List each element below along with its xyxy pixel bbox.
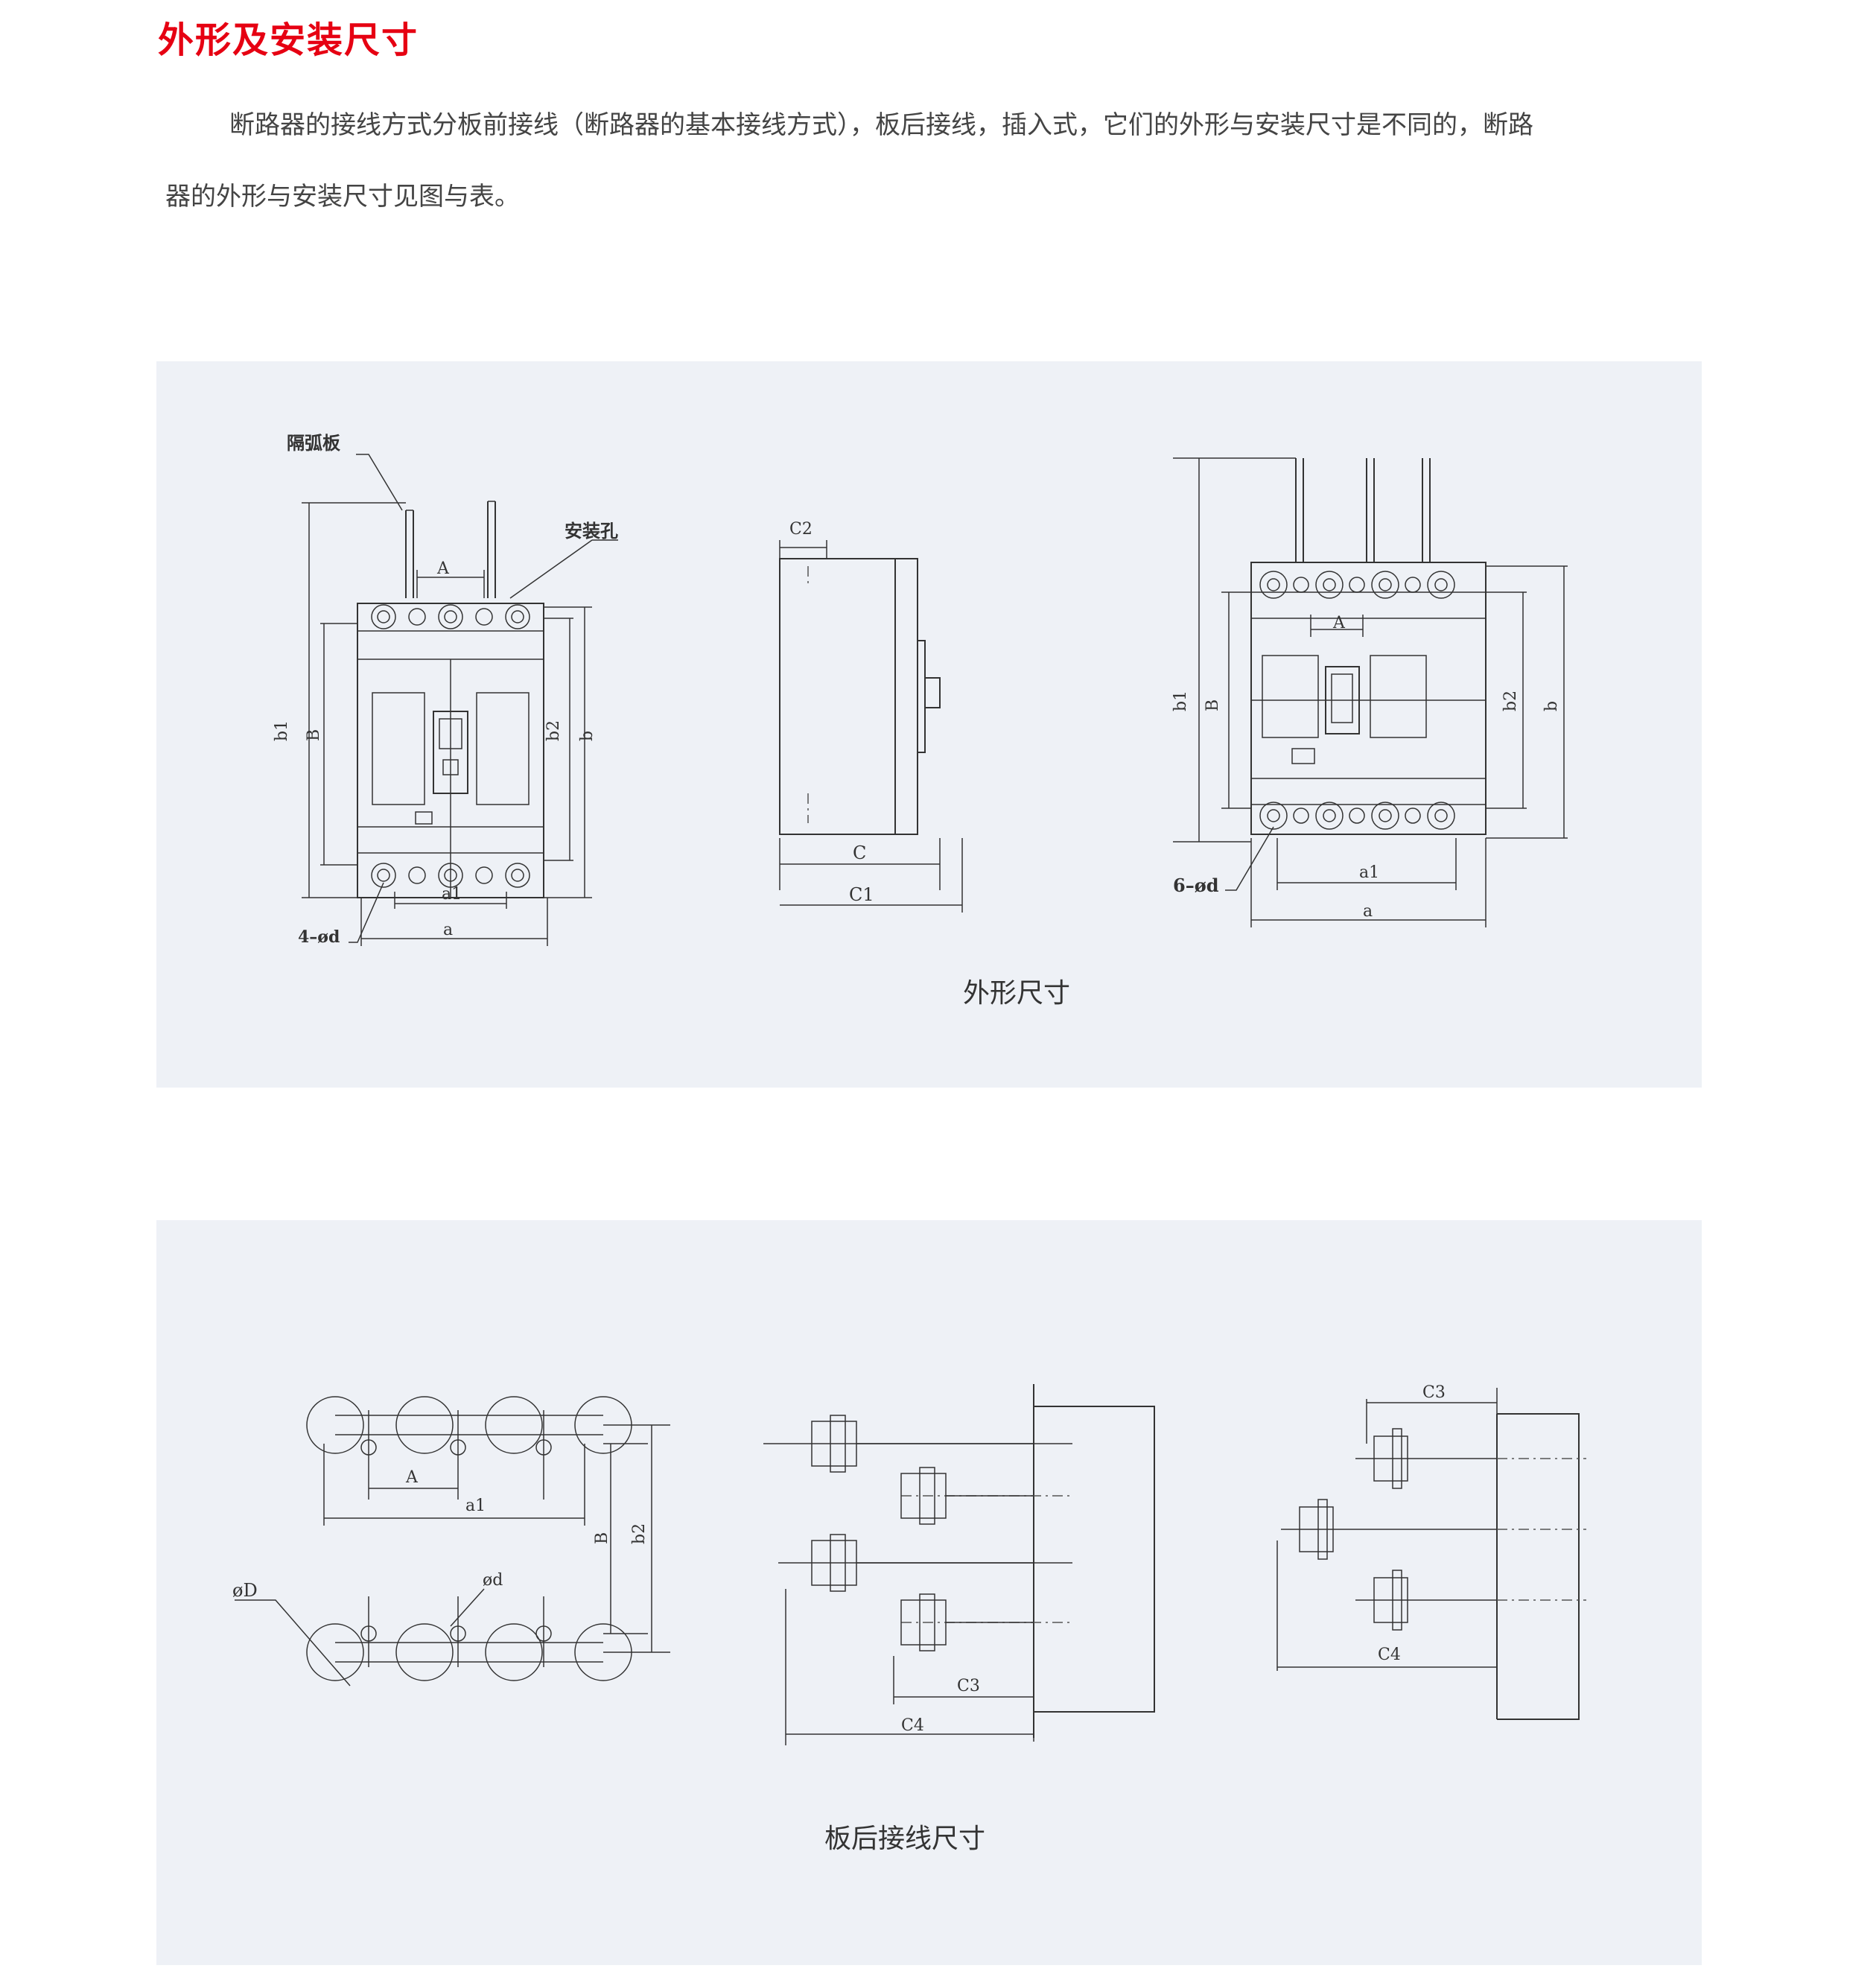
dim-a1-rear-label: a1	[465, 1497, 486, 1515]
rear-stud-side-view: C3 C4	[763, 1384, 1155, 1745]
dim-C3-side-label: C3	[957, 1677, 980, 1695]
dim-C2-label: C2	[789, 520, 813, 539]
top-terminals-4p	[1259, 571, 1455, 599]
page-title: 外形及安装尺寸	[158, 19, 419, 61]
dim-C4-side-label: C4	[901, 1716, 924, 1735]
figure1-caption: 外形尺寸	[963, 978, 1070, 1009]
dim-a-4p-label: a	[1363, 902, 1373, 921]
hole-4pole-label: 6–ød	[1173, 875, 1219, 896]
dim-a-label: a	[443, 921, 453, 939]
dim-b2-4p-label: b2	[1501, 691, 1520, 711]
dim-b-4p-label: b	[1542, 701, 1561, 711]
side-view: C2 C C1	[779, 520, 963, 913]
rear-wiring-panel: A a1 B b2 øD ød C3 C4 C3 C4 板后接线尺寸	[156, 1220, 1702, 1965]
dim-A-rear-label: A	[405, 1468, 419, 1487]
dim-b2-label: b2	[544, 720, 563, 741]
dim-C-label: C	[853, 843, 866, 863]
rear-stud-top-view: C3 C4	[1276, 1383, 1586, 1720]
dim-a1-label: a1	[442, 885, 462, 904]
hole-3pole-label: 4–ød	[298, 927, 340, 947]
figure2-caption: 板后接线尺寸	[824, 1824, 985, 1854]
rear-wiring-drawing: A a1 B b2 øD ød C3 C4 C3 C4 板后接线尺寸	[232, 1383, 1586, 1854]
bottom-terminals-4p	[1259, 802, 1455, 830]
bottom-terminals	[371, 863, 530, 888]
dim-B-rear-label: B	[593, 1532, 611, 1544]
mount-hole-label: 安装孔	[565, 520, 618, 542]
dim-d-label: ød	[483, 1571, 503, 1590]
dim-C4-top-label: C4	[1378, 1646, 1401, 1664]
dim-B-4p-label: B	[1203, 699, 1222, 711]
outline-dimensions-drawing: 隔弧板 安装孔 A b1 B b2 b a1 a 4–ød C2 C C1	[273, 432, 1568, 1009]
lower-holes	[306, 1623, 632, 1681]
dim-B-label: B	[305, 729, 323, 741]
intro-line-2: 器的外形与安装尺寸见图与表。	[165, 182, 520, 212]
dim-A-4p-label: A	[1332, 614, 1346, 632]
four-pole-front-view: A b1 B b2 b a1 a 6–ød	[1171, 457, 1568, 927]
dim-A-label: A	[436, 559, 450, 578]
dim-C1-label: C1	[849, 884, 874, 905]
intro-line-1: 断路器的接线方式分板前接线（断路器的基本接线方式），板后接线，插入式，它们的外形…	[229, 110, 1533, 140]
dim-C3-top-label: C3	[1422, 1383, 1446, 1402]
dim-D-label: øD	[232, 1580, 258, 1601]
dim-b-label: b	[578, 731, 597, 741]
dim-a1-4p-label: a1	[1359, 863, 1379, 882]
outline-dimensions-panel: 隔弧板 安装孔 A b1 B b2 b a1 a 4–ød C2 C C1	[156, 361, 1702, 1088]
drilling-pattern: A a1 B b2 øD ød	[232, 1396, 670, 1687]
partition-label: 隔弧板	[287, 432, 341, 454]
top-terminals	[371, 604, 530, 629]
dim-b2-rear-label: b2	[630, 1523, 649, 1544]
upper-holes	[306, 1396, 632, 1456]
three-pole-front-view: 隔弧板 安装孔 A b1 B b2 b a1 a 4–ød	[273, 432, 618, 947]
dim-b1-4p-label: b1	[1171, 691, 1190, 711]
dim-b1-label: b1	[273, 720, 291, 741]
